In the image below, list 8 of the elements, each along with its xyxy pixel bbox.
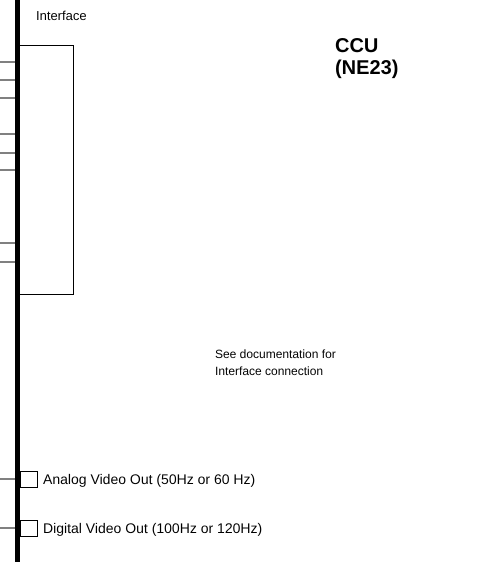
block-heading: Interface	[36, 8, 87, 23]
unit-title: CCU (NE23)	[335, 35, 400, 79]
note-text: See documentation for Interface connection	[215, 346, 337, 380]
connector-line	[0, 152, 16, 154]
port-label: Digital Video Out (100Hz or 120Hz)	[43, 520, 262, 537]
connector-line	[0, 242, 16, 244]
port-label: Analog Video Out (50Hz or 60 Hz)	[43, 471, 256, 488]
connector-line	[0, 478, 16, 480]
